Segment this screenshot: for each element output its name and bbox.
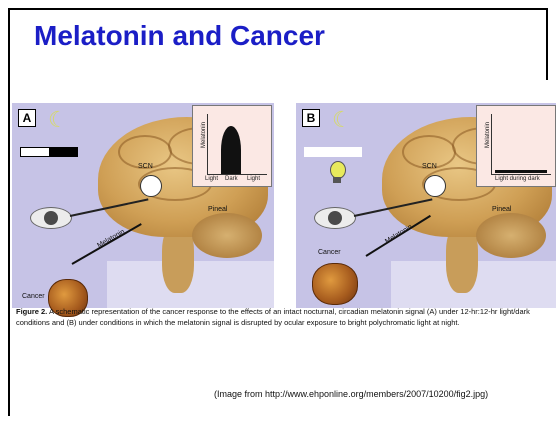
eye-icon: [30, 207, 72, 229]
panel-letter: B: [302, 109, 320, 127]
pineal-label: Pineal: [492, 206, 511, 213]
cerebellum: [192, 213, 262, 258]
slide-frame-top: [8, 8, 548, 10]
graph-tick: Light: [247, 176, 260, 182]
cancer-label: Cancer: [22, 293, 45, 300]
cerebellum: [476, 213, 546, 258]
caption-lead: Figure 2.: [16, 307, 47, 316]
light-bulb-base: [333, 177, 341, 183]
pineal-label: Pineal: [208, 206, 227, 213]
moon-icon: ☾: [48, 109, 68, 131]
scn-clock-icon: [424, 175, 446, 197]
slide-title: Melatonin and Cancer: [34, 20, 325, 52]
panel-letter: A: [18, 109, 36, 127]
melatonin-graph: Melatonin Light during dark: [476, 105, 556, 187]
graph-y-axis: [207, 114, 208, 174]
panel-b: B ☾ SCN Pineal Melatonin Light during da…: [296, 103, 556, 308]
melatonin-peak: [221, 126, 241, 174]
figure-caption: Figure 2. A schematic representation of …: [16, 306, 546, 328]
eye-icon: [314, 207, 356, 229]
graph-tick: Light: [205, 176, 218, 182]
moon-icon: ☾: [332, 109, 352, 131]
melatonin-flat-line: [495, 170, 547, 173]
scn-label: SCN: [138, 163, 153, 170]
graph-y-axis: [491, 114, 492, 174]
graph-x-axis: [207, 174, 267, 175]
melatonin-graph: Melatonin Light Dark Light: [192, 105, 272, 187]
slide-frame-right: [546, 8, 548, 80]
graph-bottom-label: Light during dark: [495, 176, 540, 182]
graph-x-axis: [491, 174, 551, 175]
panel-a: A ☾ SCN Pineal Melatonin Light Dark Ligh…: [12, 103, 274, 308]
graph-tick: Dark: [225, 176, 238, 182]
slide-frame-left: [8, 8, 10, 416]
figure: A ☾ SCN Pineal Melatonin Light Dark Ligh…: [12, 103, 552, 395]
image-credit: (Image from http://www.ehponline.org/mem…: [214, 389, 488, 399]
light-bar: [304, 147, 362, 157]
cancer-label: Cancer: [318, 249, 341, 256]
scn-label: SCN: [422, 163, 437, 170]
scn-clock-icon: [140, 175, 162, 197]
caption-text: A schematic representation of the cancer…: [16, 307, 530, 327]
light-dark-bar: [20, 147, 78, 157]
tumor-icon: [312, 263, 358, 305]
